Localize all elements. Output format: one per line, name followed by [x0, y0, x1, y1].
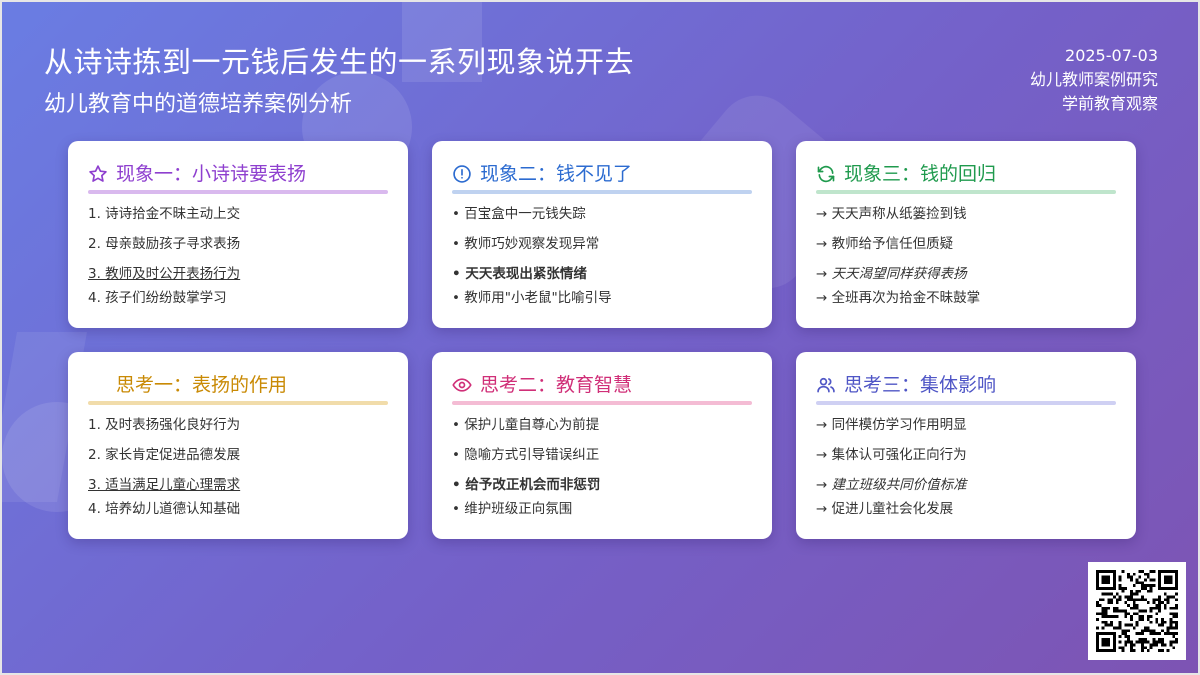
refresh-icon	[816, 164, 836, 184]
card-header: 现象三：钱的回归	[816, 159, 1116, 189]
list-item-highlight: • 给予改正机会而非惩罚	[452, 477, 601, 493]
card-header: 现象二：钱不见了	[452, 159, 752, 189]
list-item-link[interactable]: 3. 教师及时公开表扬行为	[88, 266, 241, 282]
card-phenomenon-1: 现象一：小诗诗要表扬 1. 诗诗拾金不昧主动上交 2. 母亲鼓励孩子寻求表扬 3…	[68, 141, 408, 328]
card-title: 思考一：表扬的作用	[116, 374, 288, 396]
card-divider	[452, 190, 752, 194]
header: 从诗诗拣到一元钱后发生的一系列现象说开去 幼儿教育中的道德培养案例分析	[44, 42, 634, 120]
card-title: 思考二：教育智慧	[480, 374, 633, 396]
list-item-link[interactable]: 3. 适当满足儿童心理需求	[88, 477, 241, 493]
list-item: 2. 母亲鼓励孩子寻求表扬	[88, 236, 241, 252]
card-header: 思考一：表扬的作用	[88, 370, 388, 400]
star-icon	[88, 164, 108, 184]
card-divider	[816, 190, 1116, 194]
alert-circle-icon	[452, 164, 472, 184]
list-item: • 隐喻方式引导错误纠正	[452, 447, 600, 463]
card-reflection-2: 思考二：教育智慧 • 保护儿童自尊心为前提 • 隐喻方式引导错误纠正 • 给予改…	[432, 352, 772, 539]
list-item: • 保护儿童自尊心为前提	[452, 417, 600, 433]
list-item: 1. 诗诗拾金不昧主动上交	[88, 206, 241, 222]
card-phenomenon-2: 现象二：钱不见了 • 百宝盒中一元钱失踪 • 教师巧妙观察发现异常 • 天天表现…	[432, 141, 772, 328]
card-header: 现象一：小诗诗要表扬	[88, 159, 388, 189]
card-grid: 现象一：小诗诗要表扬 1. 诗诗拾金不昧主动上交 2. 母亲鼓励孩子寻求表扬 3…	[68, 141, 1136, 539]
eye-icon	[452, 375, 472, 395]
date-label: 2025-07-03	[1065, 46, 1158, 65]
page-title: 从诗诗拣到一元钱后发生的一系列现象说开去	[44, 45, 635, 79]
card-header: 思考二：教育智慧	[452, 370, 752, 400]
list-item-highlight: → 天天渴望同样获得表扬	[816, 266, 967, 282]
card-list: 1. 及时表扬强化良好行为 2. 家长肯定促进品德发展 3. 适当满足儿童心理需…	[88, 415, 388, 519]
card-divider	[88, 401, 388, 405]
list-item: • 维护班级正向氛围	[452, 501, 573, 517]
list-item: → 促进儿童社会化发展	[816, 501, 954, 517]
list-item: → 全班再次为拾金不昧鼓掌	[816, 290, 981, 306]
meta-line: 学前教育观察	[1061, 94, 1158, 113]
card-title: 现象三：钱的回归	[844, 163, 997, 185]
card-title: 现象一：小诗诗要表扬	[116, 163, 307, 185]
list-item: → 同伴模仿学习作用明显	[816, 417, 967, 433]
card-divider	[452, 401, 752, 405]
list-item: 2. 家长肯定促进品德发展	[88, 447, 241, 463]
card-list: • 百宝盒中一元钱失踪 • 教师巧妙观察发现异常 • 天天表现出紧张情绪 • 教…	[452, 204, 752, 308]
card-reflection-1: 思考一：表扬的作用 1. 及时表扬强化良好行为 2. 家长肯定促进品德发展 3.…	[68, 352, 408, 539]
card-phenomenon-3: 现象三：钱的回归 → 天天声称从纸篓捡到钱 → 教师给予信任但质疑 → 天天渴望…	[796, 141, 1136, 328]
list-item: 1. 及时表扬强化良好行为	[88, 417, 241, 433]
list-item: • 百宝盒中一元钱失踪	[452, 206, 586, 222]
users-icon	[816, 375, 836, 395]
card-title: 现象二：钱不见了	[480, 163, 633, 185]
list-item: → 集体认可强化正向行为	[816, 447, 967, 463]
card-list: → 天天声称从纸篓捡到钱 → 教师给予信任但质疑 → 天天渴望同样获得表扬 → …	[816, 204, 1116, 308]
header-meta: 2025-07-03 幼儿教师案例研究 学前教育观察	[1030, 44, 1158, 116]
qr-code-icon	[1088, 562, 1186, 660]
list-item: → 天天声称从纸篓捡到钱	[816, 206, 967, 222]
list-item-highlight: • 天天表现出紧张情绪	[452, 266, 587, 282]
card-divider	[816, 401, 1116, 405]
card-header: 思考三：集体影响	[816, 370, 1116, 400]
list-item-highlight: → 建立班级共同价值标准	[816, 477, 967, 493]
page-subtitle: 幼儿教育中的道德培养案例分析	[44, 92, 353, 117]
meta-line: 幼儿教师案例研究	[1029, 70, 1158, 89]
card-list: 1. 诗诗拾金不昧主动上交 2. 母亲鼓励孩子寻求表扬 3. 教师及时公开表扬行…	[88, 204, 388, 308]
card-title: 思考三：集体影响	[844, 374, 997, 396]
card-list: • 保护儿童自尊心为前提 • 隐喻方式引导错误纠正 • 给予改正机会而非惩罚 •…	[452, 415, 752, 519]
lightbulb-icon	[88, 375, 108, 395]
card-reflection-3: 思考三：集体影响 → 同伴模仿学习作用明显 → 集体认可强化正向行为 → 建立班…	[796, 352, 1136, 539]
list-item: • 教师用"小老鼠"比喻引导	[452, 290, 612, 306]
list-item: 4. 培养幼儿道德认知基础	[88, 501, 241, 517]
list-item: 4. 孩子们纷纷鼓掌学习	[88, 290, 227, 306]
list-item: → 教师给予信任但质疑	[816, 236, 954, 252]
list-item: • 教师巧妙观察发现异常	[452, 236, 600, 252]
card-divider	[88, 190, 388, 194]
card-list: → 同伴模仿学习作用明显 → 集体认可强化正向行为 → 建立班级共同价值标准 →…	[816, 415, 1116, 519]
